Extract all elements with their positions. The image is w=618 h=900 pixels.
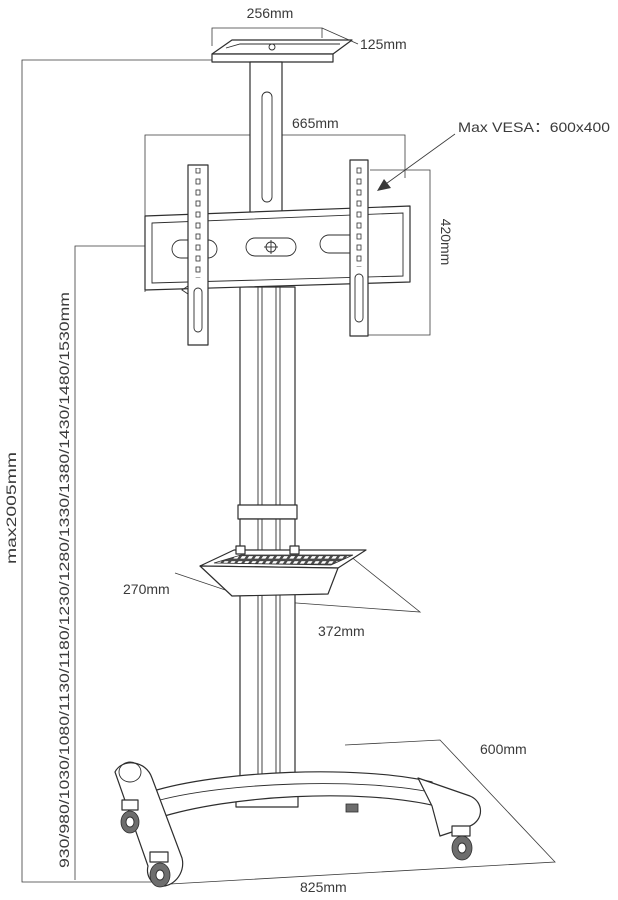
vesa-arm-left — [181, 164, 209, 346]
vesa-arm-right-holes — [350, 163, 368, 267]
upper-pole-slot — [261, 91, 273, 203]
shelf-grid — [213, 554, 354, 566]
label-shelf-width: 372mm — [318, 623, 365, 639]
caster-front-left — [120, 799, 140, 834]
caster-right — [451, 825, 473, 861]
shelf-clip-left — [235, 545, 246, 555]
label-vesa: Max VESA：600x400 — [458, 119, 610, 135]
shelf-clip-right — [289, 545, 300, 555]
caster-hidden — [345, 803, 359, 813]
base — [114, 761, 482, 887]
column-upper-tube — [239, 286, 296, 508]
height-range-dimension-line — [74, 245, 145, 880]
top-depth-dimension-line — [321, 27, 359, 45]
vesa-arm-right-slot — [354, 273, 364, 323]
base-leg-right — [417, 777, 482, 837]
middle-shelf — [199, 545, 367, 597]
shelf-front-face — [199, 565, 339, 597]
mount-slot-center — [245, 237, 297, 257]
vesa-arrowhead — [377, 179, 391, 191]
label-frame-width: 665mm — [292, 115, 339, 131]
top-shelf — [211, 39, 353, 63]
label-frame-height: 420mm — [438, 219, 454, 266]
column-collar — [237, 504, 298, 520]
caster-rear-left — [149, 851, 171, 888]
mount-plate — [144, 205, 411, 291]
label-top-width: 256mm — [247, 5, 294, 21]
upper-pole — [249, 61, 283, 215]
main-column — [237, 286, 298, 784]
base-crossbar — [149, 771, 437, 819]
frame-height-dimension-line — [365, 169, 431, 336]
label-shelf-depth: 270mm — [123, 581, 170, 597]
label-base-width: 825mm — [300, 879, 347, 895]
top-shelf-hole — [268, 43, 276, 51]
max-height-dimension-line — [21, 59, 215, 883]
top-width-dimension-line — [211, 27, 323, 46]
vesa-arrow-line — [382, 133, 456, 187]
shelf-footprint-lines — [174, 555, 422, 613]
vesa-arm-right — [349, 159, 369, 337]
label-top-depth: 125mm — [360, 36, 407, 52]
label-max-height: max2005mm — [3, 452, 19, 564]
vesa-arm-left-slot — [193, 287, 203, 333]
base-footprint-lines — [169, 739, 556, 885]
label-base-depth: 600mm — [480, 741, 527, 757]
label-height-steps: 930/980/1030/1080/1130/1180/1230/1280/13… — [56, 292, 72, 868]
vesa-arm-left-holes — [188, 168, 208, 278]
casters — [120, 799, 473, 888]
